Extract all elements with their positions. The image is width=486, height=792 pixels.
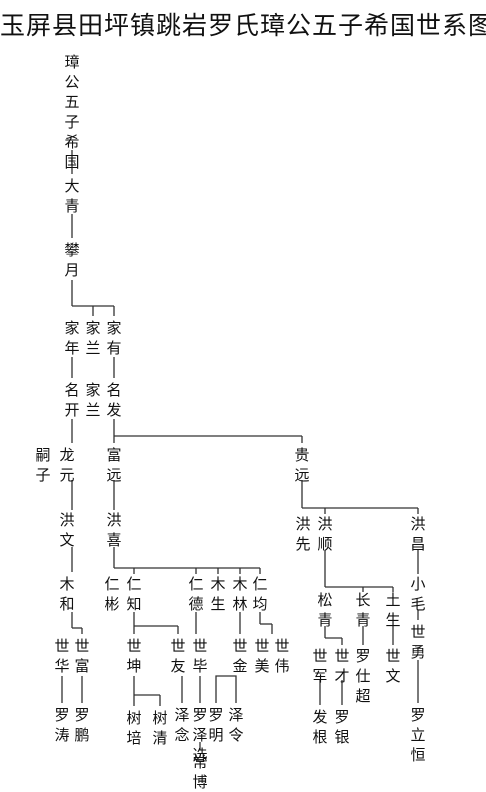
- person-renjun: 仁均: [252, 575, 268, 613]
- person-zenian: 泽念: [174, 706, 190, 744]
- person-songqing: 松青: [317, 591, 333, 629]
- person-hongxi: 洪喜: [106, 511, 122, 549]
- person-shupei: 树培: [126, 709, 142, 747]
- person-shimei: 世美: [254, 637, 270, 675]
- person-muhe: 木和: [59, 575, 75, 613]
- person-fagen: 发根: [312, 708, 328, 746]
- person-jianian: 家年: [64, 319, 80, 357]
- person-shuqing: 树清: [152, 709, 168, 747]
- person-jialan: 家兰: [85, 319, 101, 357]
- person-longyuan: 龙元: [59, 446, 75, 484]
- person-mingfa: 名发: [106, 381, 122, 419]
- person-tusheng: 土生: [385, 591, 401, 629]
- person-luoming: 罗明: [208, 706, 224, 744]
- person-hongshun: 洪顺: [317, 515, 333, 553]
- person-luo-liheng: 罗立恒: [410, 706, 426, 764]
- person-shiyong: 世勇: [410, 623, 426, 661]
- person-shibi: 世毕: [192, 637, 208, 675]
- person-luoyin: 罗银: [334, 708, 350, 746]
- person-shiwei: 世伟: [274, 637, 290, 675]
- person-shijin: 世金: [232, 637, 248, 675]
- person-shikun: 世坤: [126, 637, 142, 675]
- person-mulin: 木林: [232, 575, 248, 613]
- person-changqing: 长青: [355, 591, 371, 629]
- person-guiyuan: 贵远: [294, 446, 310, 484]
- person-renzhi: 仁知: [126, 575, 142, 613]
- chart-title: 玉屏县田坪镇跳岩罗氏璋公五子希国世系图: [0, 11, 486, 40]
- person-shiwen: 世文: [385, 647, 401, 685]
- person-zeling: 泽令: [228, 706, 244, 744]
- person-hongxian: 洪先: [295, 515, 311, 553]
- person-daqing: 大青: [64, 177, 80, 215]
- person-rende: 仁德: [188, 575, 204, 613]
- person-luopeng: 罗鹏: [74, 706, 90, 744]
- person-jialan-2: 家兰: [85, 381, 101, 419]
- heir-label: 嗣子: [35, 446, 51, 484]
- person-luo-zexuan: 罗泽选: [192, 706, 208, 764]
- person-shihua: 世华: [54, 637, 70, 675]
- person-shifu: 世富: [74, 637, 90, 675]
- person-renbin: 仁彬: [104, 575, 120, 613]
- person-xiaomao: 小毛: [410, 575, 426, 613]
- person-hongchang: 洪昌: [410, 515, 426, 553]
- person-shiyou: 世友: [170, 637, 186, 675]
- person-jiayou: 家有: [106, 319, 122, 357]
- person-shijun: 世军: [312, 647, 328, 685]
- person-changbo: 常博: [192, 753, 208, 791]
- person-mingkai: 名开: [64, 381, 80, 419]
- person-shicai: 世才: [334, 647, 350, 685]
- person-panyue: 攀月: [64, 241, 80, 279]
- person-hongwen: 洪文: [59, 511, 75, 549]
- person-musheng: 木生: [210, 575, 226, 613]
- person-zhanggong-xiguo: 璋公五子希国: [64, 53, 80, 171]
- person-luo-shichao: 罗仕超: [355, 647, 371, 705]
- person-luotao: 罗涛: [54, 706, 70, 744]
- person-fuyuan: 富远: [106, 446, 122, 484]
